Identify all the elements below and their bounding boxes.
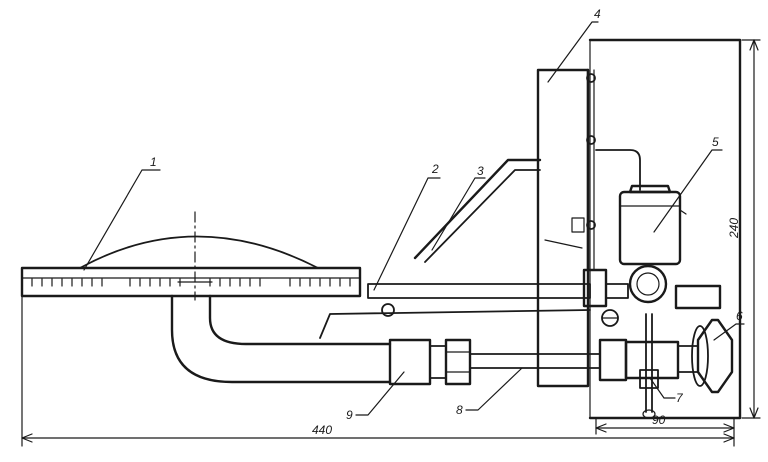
dimension-height: 240 [727,218,741,239]
callout-7: 7 [676,391,684,405]
thermocouple-rod [413,158,542,263]
nozzle-coupling [388,338,472,386]
callout-9: 9 [346,408,353,422]
callout-2: 2 [431,162,439,176]
valve-body [582,268,722,327]
dimension-depth: 90 [652,413,666,427]
callout-5: 5 [712,135,719,149]
supply-elbow-pipe [170,294,392,384]
burner-ports [31,278,351,287]
control-knob [691,318,734,394]
callout-4: 4 [594,7,601,21]
mounting-bracket [536,68,590,388]
control-rod [571,68,641,272]
callout-8: 8 [456,403,463,417]
dimension-overall-length: 440 [312,423,332,437]
pilot-tube [319,283,591,339]
dimension-lines [21,39,761,447]
appliance-housing [588,38,742,420]
solenoid-valve [618,184,687,304]
gas-tube [469,353,601,369]
callout-3: 3 [477,164,484,178]
burner-head [20,211,362,301]
leader-lines [83,21,745,416]
callout-6: 6 [736,309,743,323]
callout-1: 1 [150,155,157,169]
gas-valve [598,313,699,419]
